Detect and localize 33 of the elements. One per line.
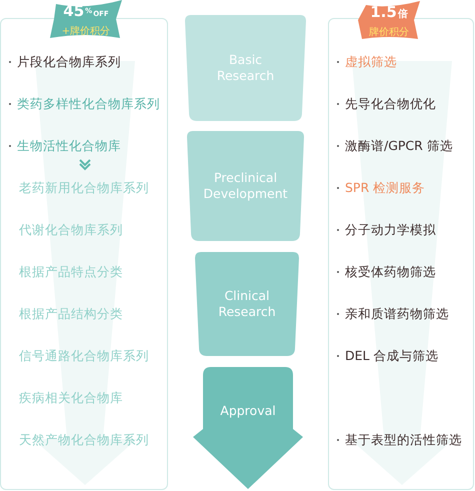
badge-caption: 牌价积分	[369, 27, 409, 38]
list-item-text: 核受体药物筛选	[345, 264, 436, 280]
badge-caption: +牌价积分	[62, 26, 110, 37]
stage-box	[187, 131, 304, 241]
panel-card	[0, 18, 168, 490]
list-item-text: 类药多样性化合物库系列	[17, 96, 160, 112]
list-item-text: 疾病相关化合物库	[19, 390, 123, 406]
stage-box	[195, 252, 299, 356]
list-item-text: 老药新用化合物库系列	[19, 180, 149, 196]
list-item-text: 根据产品结构分类	[19, 306, 123, 322]
list-item-text: 根据产品特点分类	[19, 264, 123, 280]
approval-stage-shape	[193, 367, 303, 489]
stage-label: Clinical Research	[217, 288, 277, 320]
list-item-text: 虚拟筛选	[345, 54, 397, 70]
list-item-text: SPR 检测服务	[345, 180, 426, 196]
badge-number: 1.5	[370, 3, 397, 21]
list-item-text: 天然产物化合物库系列	[19, 432, 149, 448]
stage-label: Preclinical Development	[202, 170, 289, 202]
list-item-text: 亲和质谱药物筛选	[345, 306, 449, 322]
panel-card	[328, 18, 474, 490]
stage-label: Basic Research	[216, 52, 276, 84]
list-item-text: 信号通路化合物库系列	[19, 348, 149, 364]
stage-box	[185, 15, 306, 121]
list-item-text: 基于表型的活性筛选	[345, 432, 462, 448]
list-item-text: 片段化合物库系列	[17, 54, 121, 70]
list-item-text: 激酶谱/GPCR 筛选	[345, 138, 453, 154]
list-item-text: 代谢化合物库系列	[19, 222, 123, 238]
list-item-text: 生物活性化合物库	[17, 138, 121, 154]
list-item-text: 先导化合物优化	[345, 96, 436, 112]
badge-unit: 倍	[398, 9, 408, 20]
list-item-text: DEL 合成与筛选	[345, 348, 438, 364]
list-item-text: 分子动力学模拟	[345, 222, 436, 238]
stage-label: Approval	[219, 403, 277, 419]
